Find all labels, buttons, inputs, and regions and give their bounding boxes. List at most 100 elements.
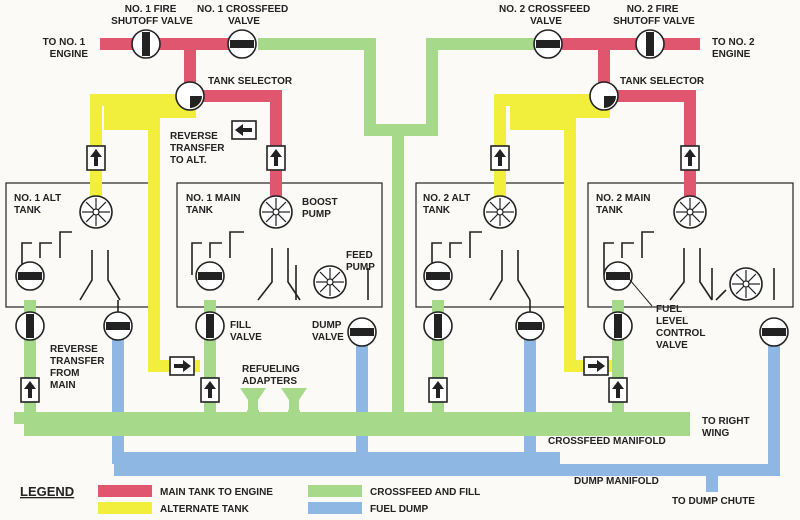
fill-valve-no2 [603, 311, 633, 341]
transfer-check-valve-no1 [169, 356, 195, 376]
fuel-level-control-valve-label-4: VALVE [656, 340, 688, 351]
svg-text:FILL VALVE: FILL VALVE [230, 320, 262, 343]
check-valve-reverse-transfer-from-main [20, 377, 40, 403]
boost-pump-no1-alt [79, 195, 113, 229]
no2-fire-shutoff-valve [635, 29, 665, 59]
reverse-transfer-from-main-label-3: FROM [50, 368, 79, 379]
legend-swatch-crossfeed [308, 485, 362, 497]
tank-selector-no2 [589, 81, 619, 111]
reverse-transfer-from-main-label-1: REVERSE [50, 344, 98, 355]
no2-crossfeed-valve-label-2: VALVE [530, 16, 562, 27]
no2-crossfeed-valve-label-1: NO. 2 CROSSFEED [499, 4, 590, 15]
reverse-transfer-from-main-label-4: MAIN [50, 380, 76, 391]
main-line-no2-tank [604, 90, 696, 196]
fuel-level-control-valve-label-1: FUEL [656, 304, 682, 315]
no1-crossfeed-valve-label-1: NO. 1 CROSSFEED [197, 4, 288, 15]
legend: LEGEND MAIN TANK TO ENGINE ALTERNATE TAN… [20, 484, 480, 515]
svg-text:NO. 2 FIRE SHUTOFF VALVE: NO. 2 FIRE SHUTOFF VALVE [613, 4, 695, 27]
check-valve-no2-alt [490, 145, 510, 171]
reverse-transfer-to-alt-label-1: REVERSE [170, 131, 218, 142]
labels: TO NO. 1 ENGINE TO NO. 2 ENGINE NO. 1 FI… [14, 4, 757, 507]
svg-text:NO. 1 FIRE SHUTOFF VALVE: NO. 1 FIRE SHUTOFF VALVE [111, 4, 193, 27]
to-no2-engine-label-1: TO NO. 2 [712, 37, 755, 48]
no1-alt-upper-valve [15, 261, 45, 291]
fuel-dump-pipes [112, 326, 780, 492]
tank-selector-left-label: TANK SELECTOR [208, 76, 293, 87]
refueling-adapters-label-1: REFUELING [242, 364, 300, 375]
boost-pump-label-1: BOOST [302, 197, 338, 208]
no2-alt-lower-valve [423, 311, 453, 341]
svg-text:FUEL LEVEL CONTROL: FUEL LEVEL CONTROL VALVE [656, 304, 708, 351]
legend-label-main: MAIN TANK TO ENGINE [160, 487, 273, 498]
svg-text:NO. 1 ALT TANK: NO. 1 ALT TANK [14, 193, 64, 216]
to-right-wing-label-1: TO RIGHT [702, 416, 750, 427]
dump-manifold [114, 326, 780, 476]
fuel-level-control-valve-label-3: CONTROL [656, 328, 705, 339]
tank-sump-lines [21, 231, 775, 312]
no1-main-tank-label-1: NO. 1 MAIN [186, 193, 240, 204]
fill-valve-label-2: VALVE [230, 332, 262, 343]
no1-main-upper-valve [195, 261, 225, 291]
no2-alt-tank-label-2: TANK [423, 205, 451, 216]
legend-swatch-dump [308, 502, 362, 514]
check-valves [20, 120, 700, 403]
reverse-transfer-to-alt-label-2: TRANSFER [170, 143, 225, 154]
legend-label-alternate: ALTERNATE TANK [160, 504, 250, 515]
legend-label-crossfeed: CROSSFEED AND FILL [370, 487, 480, 498]
refueling-adapter-left [240, 388, 266, 412]
dump-valve-label-2: VALVE [312, 332, 344, 343]
svg-text:TO NO. 1 ENGINE: TO NO. 1 ENGINE [43, 37, 89, 60]
dump-valve-no2 [759, 317, 789, 347]
feed-pump-no2 [729, 267, 763, 301]
no2-alt-dump-valve [515, 311, 545, 341]
check-valve-no1-main-fill [200, 377, 220, 403]
fill-valve-no1 [195, 311, 225, 341]
svg-text:TO NO. 2 ENGINE: TO NO. 2 ENGINE [712, 37, 757, 60]
svg-text:DUMP VALVE: DUMP VALVE [312, 320, 344, 343]
no2-crossfeed-valve [533, 29, 563, 59]
dump-valve-no1 [347, 317, 377, 347]
reverse-transfer-from-main-label-2: TRANSFER [50, 356, 105, 367]
check-valve-no1-main [266, 145, 286, 171]
no2-main-tank-label-1: NO. 2 MAIN [596, 193, 650, 204]
crossfeed-and-fill-pipes [14, 38, 690, 436]
no1-main-tank-label-2: TANK [186, 205, 214, 216]
crossfeed-manifold [24, 300, 690, 436]
to-dump-chute-label: TO DUMP CHUTE [672, 496, 755, 507]
svg-text:REFUELING ADAPTERS: REFUELING ADAPTERS [242, 364, 303, 387]
reverse-transfer-check-valve [231, 120, 257, 140]
no1-alt-tank-label-2: TANK [14, 205, 42, 216]
check-valve-no1-alt [86, 145, 106, 171]
legend-title: LEGEND [20, 484, 74, 499]
dump-manifold-label: DUMP MANIFOLD [574, 476, 659, 487]
svg-text:NO. 1 CROSSFEED VALVE: NO. 1 CROSSFEED VALVE [197, 4, 291, 27]
no2-alt-upper-valve [423, 261, 453, 291]
no1-fire-shutoff-valve [131, 29, 161, 59]
valves [15, 29, 789, 347]
crossfeed-manifold-label: CROSSFEED MANIFOLD [548, 436, 666, 447]
to-right-wing-label-2: WING [702, 428, 729, 439]
no1-fire-valve-label-1: NO. 1 FIRE [125, 4, 177, 15]
dump-valve-label-1: DUMP [312, 320, 342, 331]
check-valve-no2-alt-fill [428, 377, 448, 403]
no1-crossfeed-valve [227, 29, 257, 59]
no1-alt-lower-valve [15, 311, 45, 341]
boost-pump-no1-main [259, 195, 293, 229]
legend-label-dump: FUEL DUMP [370, 504, 428, 515]
svg-text:NO. 2 ALT TANK: NO. 2 ALT TANK [423, 193, 473, 216]
refueling-adapters-label-2: ADAPTERS [242, 376, 297, 387]
dump-line-1 [112, 326, 560, 464]
no1-fire-valve-label-2: SHUTOFF VALVE [111, 16, 193, 27]
check-valve-no2-main [680, 145, 700, 171]
transfer-check-valve-no2 [583, 356, 609, 376]
fuel-level-control-valve [603, 261, 633, 291]
to-no1-engine-label-1: TO NO. 1 [43, 37, 86, 48]
svg-text:NO. 2 CROSSFEED VALVE: NO. 2 CROSSFEED VALVE [499, 4, 593, 27]
refueling-adapters [240, 388, 307, 412]
no2-fire-valve-label-1: NO. 2 FIRE [627, 4, 679, 15]
to-no1-engine-label-2: ENGINE [50, 49, 89, 60]
boost-pump-no2-alt [483, 195, 517, 229]
svg-text:NO. 1 MAIN TANK: NO. 1 MAIN TANK [186, 193, 243, 216]
